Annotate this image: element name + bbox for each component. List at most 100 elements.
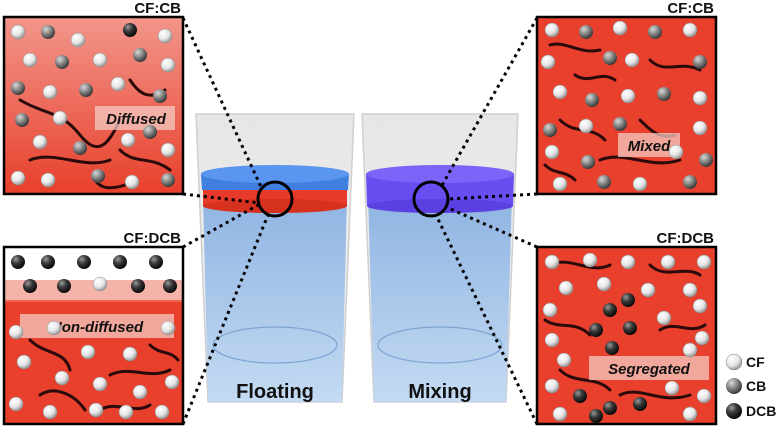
cf-particle (664, 380, 680, 396)
cb-particle (603, 51, 617, 65)
cf-particle (632, 176, 648, 192)
gray-sphere-icon (726, 378, 742, 394)
cf-particle (124, 174, 140, 190)
beaker-mixing: Mixing (361, 113, 519, 403)
panel-state-label: Diffused (106, 111, 167, 128)
cf-particle (92, 376, 108, 392)
dcb-particle (589, 409, 603, 423)
panel-border (2, 245, 185, 426)
beaker-bottom-ellipse (212, 326, 338, 364)
polymer-chains (28, 338, 180, 412)
cb-particle (579, 25, 593, 39)
zoom-circle (256, 180, 294, 218)
connector-line (181, 17, 264, 190)
panel-top-right: Mixed CF:CB (535, 0, 718, 196)
cf-particle (692, 90, 708, 106)
cf-particle (10, 24, 26, 40)
polymer-chains (543, 260, 707, 400)
cf-particle (578, 118, 594, 134)
cf-particle (696, 254, 712, 270)
cf-particle (552, 176, 568, 192)
panel-ratio-label: CF:DCB (657, 230, 715, 247)
cb-particle (581, 155, 595, 169)
cf-particle (544, 22, 560, 38)
zoom-connectors (181, 17, 539, 425)
dcb-particle (149, 255, 163, 269)
panel-bottom-right: Segregated CF:DCB (535, 230, 718, 426)
cf-particle (120, 132, 136, 148)
dcb-particle (23, 279, 37, 293)
cf-particle (160, 142, 176, 158)
cf-particle (132, 384, 148, 400)
cf-particle (110, 76, 126, 92)
cf-particle (154, 404, 170, 420)
cb-particle (683, 175, 697, 189)
cf-particle (8, 396, 24, 412)
panel-ratio-label: CF:CB (667, 0, 714, 17)
legend-item-dcb: DCB (726, 403, 776, 419)
dcb-particle (131, 279, 145, 293)
zoom-circle (412, 180, 450, 218)
cb-particle (143, 125, 157, 139)
cf-particle (54, 370, 70, 386)
dcb-particle (623, 321, 637, 335)
cf-particle (540, 54, 556, 70)
cf-particle (46, 320, 62, 336)
cf-particle (92, 52, 108, 68)
cb-particle (613, 117, 627, 131)
dcb-particle (11, 255, 25, 269)
cf-particle (696, 388, 712, 404)
cf-particle (42, 404, 58, 420)
dark-sphere-icon (726, 403, 742, 419)
particles-layer (8, 20, 713, 423)
cf-particle (40, 172, 56, 188)
cf-particle (92, 276, 108, 292)
cf-particle (692, 120, 708, 136)
cb-particle (693, 55, 707, 69)
panel-border (535, 15, 718, 196)
cb-particle (91, 169, 105, 183)
cf-particle (160, 320, 176, 336)
light-sphere-icon (725, 353, 743, 371)
cf-particle (582, 252, 598, 268)
cb-particle (699, 153, 713, 167)
cf-particle (668, 144, 684, 160)
cf-particle (624, 52, 640, 68)
dcb-particle (603, 401, 617, 415)
cf-particle (558, 280, 574, 296)
cf-particle (10, 170, 26, 186)
cf-particle (682, 342, 698, 358)
cf-particle (22, 52, 38, 68)
panel-border (2, 15, 185, 196)
dcb-particle (573, 389, 587, 403)
cf-particle (556, 352, 572, 368)
cf-particle (122, 346, 138, 362)
panel-border (535, 245, 718, 426)
cb-particle (543, 123, 557, 137)
dcb-particle (163, 279, 177, 293)
cf-particle (656, 310, 672, 326)
dcb-particle (57, 279, 71, 293)
legend: CF CB DCB (725, 353, 776, 419)
cf-particle (552, 84, 568, 100)
panel-state-label: Segregated (608, 361, 691, 378)
cb-particle (153, 89, 167, 103)
dcb-particle (123, 23, 137, 37)
panel-state-label: Mixed (628, 138, 671, 155)
cf-particle (80, 344, 96, 360)
beaker-caption-floating: Floating (236, 381, 314, 403)
connector-line (439, 17, 539, 188)
cb-particle (11, 81, 25, 95)
cf-particle (640, 282, 656, 298)
dcb-particle (605, 341, 619, 355)
cb-particle (161, 173, 175, 187)
cf-particle (42, 84, 58, 100)
cf-particle (682, 406, 698, 422)
panel-ratio-label: CF:CB (134, 0, 181, 17)
cb-particle (585, 93, 599, 107)
cf-particle (612, 20, 628, 36)
beaker-floating: Floating (195, 113, 355, 403)
dcb-particle (633, 397, 647, 411)
cb-particle (15, 113, 29, 127)
dcb-particle (41, 255, 55, 269)
